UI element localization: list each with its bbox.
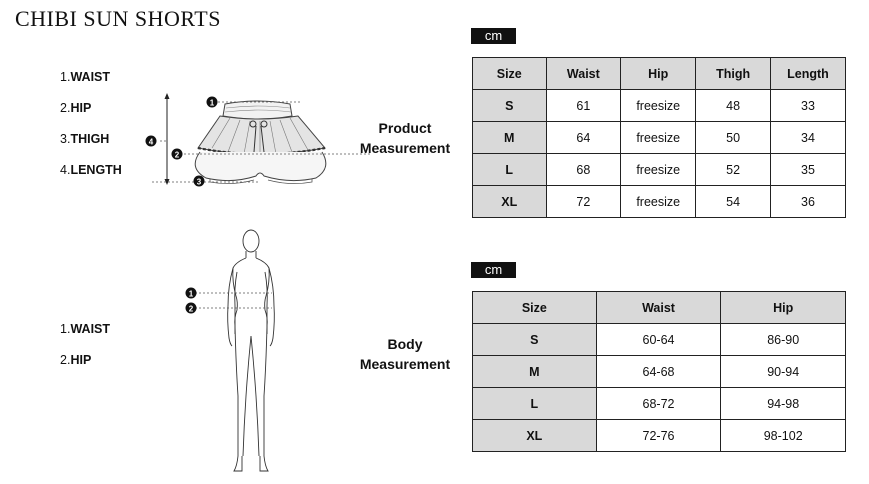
legend-item: 4.LENGTH (60, 162, 122, 193)
table-cell: freesize (620, 153, 697, 186)
table-cell: 72 (545, 185, 622, 218)
column-header: Hip (620, 57, 697, 90)
table-row: S 60-64 86-90 (472, 323, 846, 356)
table-cell: 52 (695, 153, 771, 186)
legend-label: HIP (70, 101, 92, 115)
legend-item: 1.WAIST (60, 321, 110, 352)
marker-2: 2 (171, 148, 183, 160)
table-header-row: Size Waist Hip (472, 291, 846, 324)
size-cell: L (472, 387, 597, 420)
body-figure-illustration: 1 2 (185, 229, 275, 472)
section-label-line: Measurement (359, 356, 451, 372)
marker-4: 4 (145, 135, 157, 147)
table-cell: 60-64 (595, 323, 722, 356)
shorts-illustration: 1 2 3 4 (145, 93, 372, 187)
table-cell: 36 (769, 185, 847, 218)
product-measurement-table: Size Waist Hip Thigh Length S 61 freesiz… (472, 57, 847, 218)
table-row: L 68 freesize 52 35 (472, 153, 847, 186)
legend-label: WAIST (70, 70, 111, 84)
column-header: Waist (595, 291, 722, 324)
legend-number: 2. (60, 101, 71, 115)
table-cell: 98-102 (720, 419, 846, 452)
svg-text:2: 2 (189, 305, 194, 314)
table-row: M 64-68 90-94 (472, 355, 846, 388)
table-cell: 48 (695, 89, 771, 122)
table-cell: freesize (620, 89, 697, 122)
table-cell: 94-98 (720, 387, 846, 420)
legend-label: LENGTH (70, 163, 122, 177)
table-row: XL 72 freesize 54 36 (472, 185, 847, 218)
page-title: CHIBI SUN SHORTS (15, 6, 221, 31)
body-unit-badge: cm (471, 262, 516, 278)
column-header: Waist (545, 57, 622, 90)
legend-item: 3.THIGH (60, 131, 122, 162)
table-row: M 64 freesize 50 34 (472, 121, 847, 154)
table-cell: 68-72 (595, 387, 722, 420)
marker-3: 3 (193, 175, 205, 187)
table-cell: freesize (620, 185, 697, 218)
body-measurement-table: Size Waist Hip S 60-64 86-90 M 64-68 90-… (472, 291, 846, 452)
column-header: Size (472, 291, 597, 324)
marker-1: 1 (185, 287, 197, 299)
body-legend: 1.WAIST 2.HIP (60, 321, 110, 383)
size-cell: XL (472, 419, 597, 452)
table-cell: 64-68 (595, 355, 722, 388)
marker-2: 2 (185, 302, 197, 314)
svg-text:2: 2 (175, 151, 180, 160)
table-cell: freesize (620, 121, 697, 154)
size-cell: M (472, 121, 547, 154)
size-cell: S (472, 323, 597, 356)
table-cell: 54 (695, 185, 771, 218)
section-label-line: Product (378, 120, 432, 136)
legend-number: 3. (60, 132, 71, 146)
column-header: Length (769, 57, 847, 90)
legend-number: 2. (60, 353, 71, 367)
size-cell: M (472, 355, 597, 388)
column-header: Thigh (695, 57, 771, 90)
table-cell: 64 (545, 121, 622, 154)
table-cell: 61 (545, 89, 622, 122)
product-legend: 1.WAIST 2.HIP 3.THIGH 4.LENGTH (60, 69, 122, 193)
legend-label: WAIST (70, 322, 111, 336)
table-cell: 72-76 (595, 419, 722, 452)
legend-number: 1. (60, 70, 71, 84)
body-measurement-label: Body Measurement (355, 334, 455, 374)
legend-number: 1. (60, 322, 71, 336)
svg-text:3: 3 (197, 178, 202, 187)
svg-text:1: 1 (210, 99, 215, 108)
size-cell: S (472, 89, 547, 122)
column-header: Size (472, 57, 547, 90)
table-cell: 86-90 (720, 323, 846, 356)
product-measurement-label: Product Measurement (355, 118, 455, 158)
column-header: Hip (720, 291, 846, 324)
table-cell: 90-94 (720, 355, 846, 388)
legend-item: 2.HIP (60, 352, 110, 383)
table-cell: 33 (769, 89, 847, 122)
svg-text:4: 4 (149, 138, 154, 147)
section-label-line: Body (387, 336, 423, 352)
table-row: S 61 freesize 48 33 (472, 89, 847, 122)
table-cell: 35 (769, 153, 847, 186)
table-cell: 68 (545, 153, 622, 186)
legend-label: HIP (70, 353, 92, 367)
table-header-row: Size Waist Hip Thigh Length (472, 57, 847, 90)
legend-number: 4. (60, 163, 71, 177)
section-label-line: Measurement (359, 140, 451, 156)
svg-text:1: 1 (189, 290, 194, 299)
legend-item: 2.HIP (60, 100, 122, 131)
table-row: L 68-72 94-98 (472, 387, 846, 420)
marker-1: 1 (206, 96, 218, 108)
table-cell: 34 (769, 121, 847, 154)
table-cell: 50 (695, 121, 771, 154)
legend-item: 1.WAIST (60, 69, 122, 100)
product-unit-badge: cm (471, 28, 516, 44)
table-row: XL 72-76 98-102 (472, 419, 846, 452)
legend-label: THIGH (70, 132, 110, 146)
size-cell: L (472, 153, 547, 186)
size-cell: XL (472, 185, 547, 218)
